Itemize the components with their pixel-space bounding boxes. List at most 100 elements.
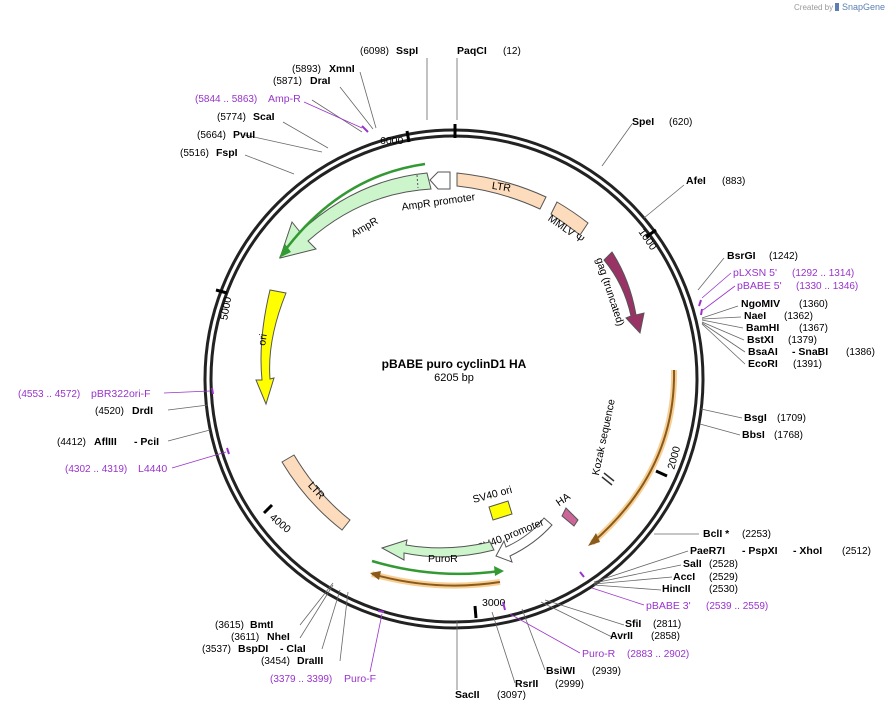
rsrii-pos: (2999) (555, 679, 584, 690)
bstxi-pos: (1379) (788, 335, 817, 346)
ltr-bottom-feature (281, 454, 351, 531)
bsiwi-pos: (2939) (592, 666, 621, 677)
puror-orange-line (371, 573, 501, 587)
acci-pos: (2529) (709, 572, 738, 583)
ampr-primer-mark (361, 125, 369, 133)
bbsi-label: BbsI (742, 429, 765, 441)
leader-lines (167, 58, 746, 690)
pbabe5-label: pBABE 5' (737, 280, 782, 292)
fspi-label: FspI (216, 147, 238, 159)
acci-label: AccI (673, 571, 695, 583)
bspdi-pos: (3537) (202, 644, 231, 655)
sacii-label: SacII (455, 689, 480, 701)
naei-label: NaeI (744, 310, 766, 322)
tick-3000 (473, 605, 478, 619)
created-by-label: Created by (794, 3, 833, 12)
plasmid-size: 6205 bp (434, 372, 474, 384)
tick-label-4000: 4000 (267, 511, 293, 535)
l4440-label: L4440 (138, 463, 167, 475)
mmlv-psi-feature (550, 201, 589, 236)
ampr-primer-leader (303, 101, 363, 129)
tick-5000 (215, 288, 228, 295)
bspdi-label: BspDI (238, 643, 268, 655)
bbsi-pos: (1768) (774, 430, 803, 441)
pbabe3-range: (2539 .. 2559) (706, 601, 768, 612)
scai-pos: (5774) (217, 112, 246, 123)
pbabe5-range: (1330 .. 1346) (796, 281, 858, 292)
pbabe3-mark (579, 571, 585, 578)
puro-r-label: Puro-R (582, 648, 616, 660)
l4440-mark (226, 447, 230, 455)
ori-feature (255, 289, 287, 406)
pbr322ori-range: (4553 .. 4572) (18, 389, 80, 400)
xhoi-label: - XhoI (793, 545, 822, 557)
paqci-pos: (12) (503, 46, 521, 57)
snabi-label: - SnaBI (792, 346, 828, 358)
sacii-pos: (3097) (497, 690, 526, 701)
snapgene-logo-text: SnapGene (842, 2, 885, 12)
tick-label-5000: 5000 (218, 296, 234, 321)
plxsn5-range: (1292 .. 1314) (792, 268, 854, 279)
ngomiv-label: NgoMIV (741, 298, 780, 310)
ltr-top-feature (456, 172, 547, 210)
xmni-pos: (5893) (292, 64, 321, 75)
spei-pos: (620) (669, 117, 692, 128)
sfii-label: SfiI (625, 618, 641, 630)
sali-label: SalI (683, 558, 702, 570)
afliii-label: AflIII (94, 436, 117, 448)
bmti-label: BmtI (250, 619, 273, 631)
avrii-label: AvrII (610, 630, 633, 642)
xmni-label: XmnI (329, 63, 355, 75)
drdi-pos: (4520) (95, 406, 124, 417)
bsrgi-pos: (1242) (769, 251, 798, 262)
bcli-pos: (2253) (742, 529, 771, 540)
puror-label: PuroR (428, 553, 458, 565)
plxsn5-leader (701, 272, 732, 299)
sspi-pos: (6098) (360, 46, 389, 57)
puro-f-range: (3379 .. 3399) (270, 674, 332, 685)
ltr-top-label: LTR (491, 180, 512, 195)
tick-4000 (262, 503, 274, 515)
afei-pos: (883) (722, 176, 745, 187)
l4440-range: (4302 .. 4319) (65, 464, 127, 475)
bsiwi-label: BsiWI (546, 665, 575, 677)
ampr-promoter-feature (429, 171, 451, 190)
drai-pos: (5871) (273, 76, 302, 87)
ampr-primer-label: Amp-R (268, 93, 301, 105)
puro-r-mark (502, 601, 506, 611)
kozak-mark-1 (603, 472, 615, 482)
bsgi-pos: (1709) (777, 413, 806, 424)
bsrgi-label: BsrGI (727, 250, 756, 262)
sspi-label: SspI (396, 45, 418, 57)
pbr322ori-label: pBR322ori-F (91, 388, 151, 400)
ampr-orf-line (281, 162, 426, 254)
cyclin-orf-line (591, 369, 676, 544)
scai-label: ScaI (253, 111, 275, 123)
pbabe3-leader (591, 587, 645, 606)
avrii-pos: (2858) (651, 631, 680, 642)
pbabe5-leader (702, 285, 736, 311)
ecori-pos: (1391) (793, 359, 822, 370)
puro-f-mark (377, 610, 385, 613)
hincii-label: HincII (662, 583, 691, 595)
sfii-pos: (2811) (653, 619, 681, 630)
plxsn5-label: pLXSN 5' (733, 267, 777, 279)
ngomiv-pos: (1360) (799, 299, 828, 310)
drai-label: DraI (310, 75, 331, 87)
bstxi-label: BstXI (747, 334, 774, 346)
puror-orange-arrowhead (370, 571, 381, 580)
pvui-pos: (5664) (197, 130, 226, 141)
paer7i-label: PaeR7I (690, 545, 725, 557)
drdi-label: DrdI (132, 405, 153, 417)
tick-label-2000: 2000 (665, 445, 683, 471)
pvui-label: PvuI (233, 129, 255, 141)
tick-6000 (405, 130, 411, 143)
pbr322ori-mark (211, 387, 214, 395)
afliii-pos: (4412) (57, 437, 86, 448)
draiii-pos: (3454) (261, 656, 290, 667)
ha-feature (561, 507, 579, 527)
ampr-label: AmpR (349, 215, 381, 240)
bamhi-label: BamHI (746, 322, 779, 334)
sv40-promoter-feature (495, 517, 553, 563)
